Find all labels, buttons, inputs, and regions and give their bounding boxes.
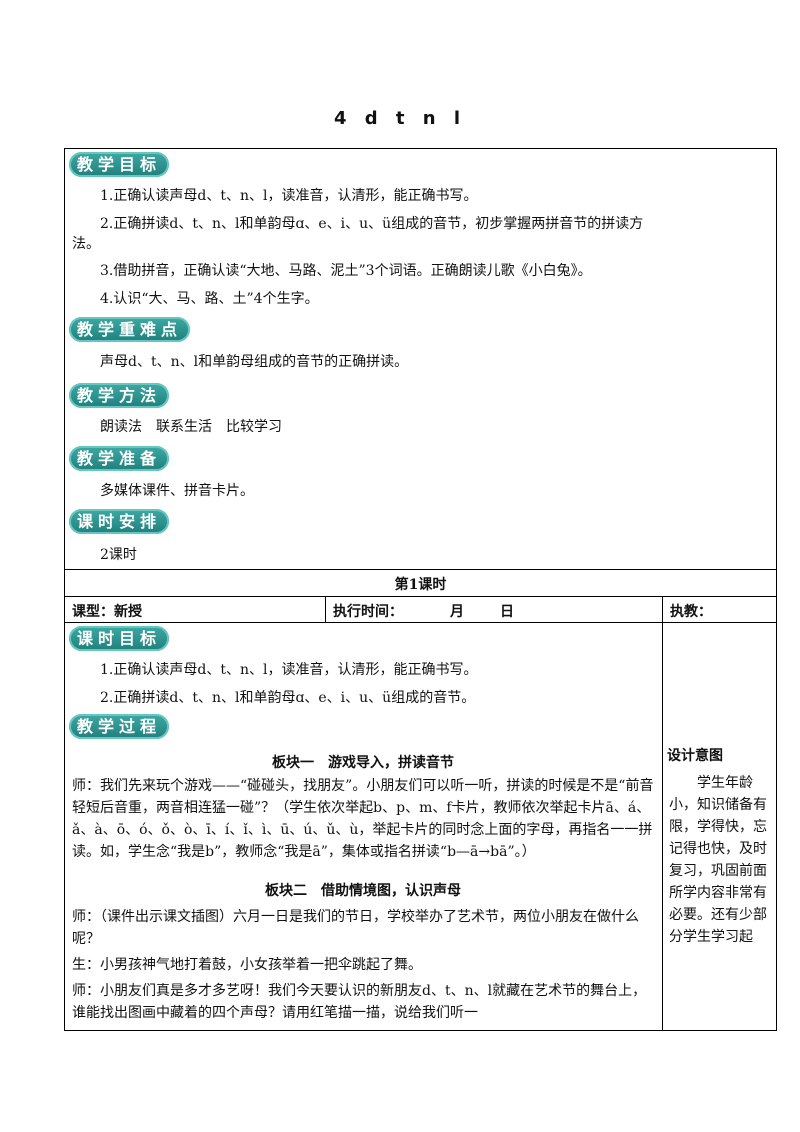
table-divider xyxy=(64,569,777,570)
table-divider xyxy=(64,622,777,623)
table-right-border xyxy=(776,569,777,1030)
section-label-process: 教学过程 xyxy=(69,714,170,739)
block-two-title: 板块二 借助情境图，认识声母 xyxy=(265,883,461,899)
block-two-line-1: 师：（课件出示课文插图）六月一日是我们的节日，学校举办了艺术节，两位小朋友在做什… xyxy=(72,909,639,947)
block-two-line-3: 师：小朋友们真是多才多艺呀！我们今天要认识的新朋友d、t、n、l就藏在艺术节的舞… xyxy=(72,983,647,1021)
section-label-key-points: 教学重难点 xyxy=(69,317,191,342)
objective-2-cont: 法。 xyxy=(72,236,100,252)
objective-4: 4.认识“大、马、路、土”4个生字。 xyxy=(100,291,319,307)
lesson-heading: 第1课时 xyxy=(394,577,447,593)
objective-3: 3.借助拼音，正确认读“大地、马路、泥土”3个词语。正确朗读儿歌《小白兔》。 xyxy=(100,263,592,279)
block-one-text: 师：我们先来玩个游戏——“碰碰头，找朋友”。小朋友们可以听一听，拼读的时候是不是… xyxy=(72,778,654,860)
day-label: 日 xyxy=(500,604,514,620)
section-label-schedule: 课时安排 xyxy=(69,509,170,534)
table-left-border xyxy=(64,569,65,1030)
table-divider xyxy=(64,596,777,597)
table-column-divider xyxy=(325,596,326,622)
page-title: 4 d t n l xyxy=(333,108,467,129)
teacher-label: 执教： xyxy=(670,604,712,620)
design-intent-label: 设计意图 xyxy=(667,748,723,764)
objective-1: 1.正确认读声母d、t、n、l，读准音，认清形，能正确书写。 xyxy=(100,188,478,204)
lesson-goal-1: 1.正确认读声母d、t、n、l，读准音，认清形，能正确书写。 xyxy=(100,662,478,678)
execution-time-label: 执行时间： xyxy=(333,604,403,620)
section-label-methods: 教学方法 xyxy=(69,383,170,408)
methods-text: 朗读法 联系生活 比较学习 xyxy=(100,419,282,435)
table-bottom-border xyxy=(64,1030,777,1031)
key-points-text: 声母d、t、n、l和单韵母组成的音节的正确拼读。 xyxy=(100,354,409,370)
section-label-preparation: 教学准备 xyxy=(69,446,170,471)
block-one-title: 板块一 游戏导入，拼读音节 xyxy=(272,755,454,771)
section-label-lesson-goals: 课时目标 xyxy=(69,626,170,651)
lesson-type: 课型：新授 xyxy=(72,604,142,620)
design-intent-text: 学生年龄小，知识储备有限，学得快，忘记得也快，及时复习，巩固前面所学内容非常有必… xyxy=(669,775,767,945)
schedule-text: 2课时 xyxy=(100,547,137,563)
preparation-text: 多媒体课件、拼音卡片。 xyxy=(100,483,254,499)
objective-2: 2.正确拼读d、t、n、l和单韵母ɑ、e、i、u、ü组成的音节，初步掌握两拼音节… xyxy=(100,216,644,232)
section-label-objectives: 教学目标 xyxy=(69,152,170,177)
lesson-goal-2: 2.正确拼读d、t、n、l和单韵母ɑ、e、i、u、ü组成的音节。 xyxy=(100,690,476,706)
month-label: 月 xyxy=(450,604,464,620)
design-column-divider xyxy=(662,596,663,1030)
block-two-line-2: 生：小男孩神气地打着鼓，小女孩举着一把伞跳起了舞。 xyxy=(72,957,422,973)
